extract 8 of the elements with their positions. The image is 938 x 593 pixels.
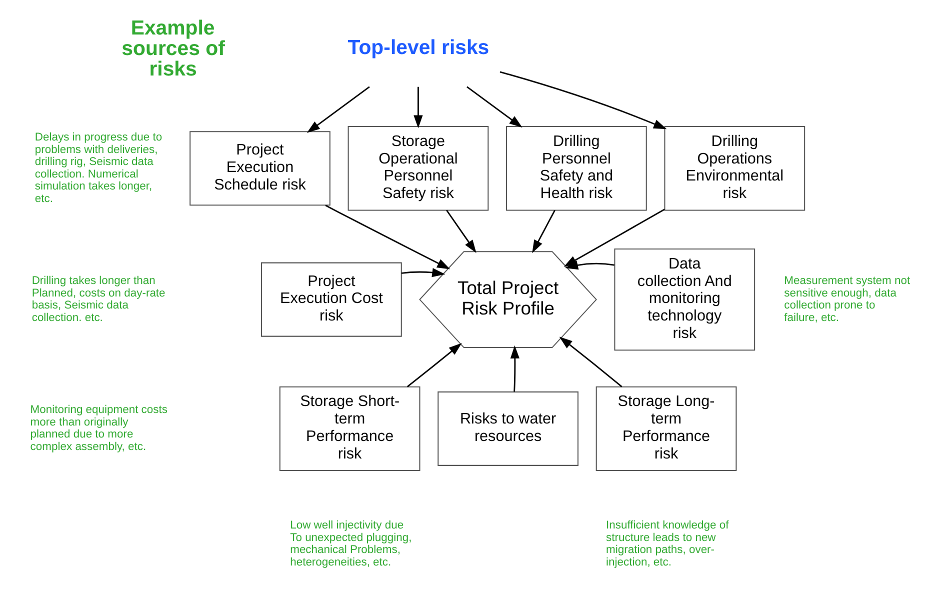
label: Insufficient knowledge of structure leads to new migration paths, over-injection, etc.	[606, 520, 729, 568]
label: Drilling takes longer than Planned, costs on day-rate basis, Seismic data collection. etc.	[32, 275, 166, 324]
node-label: Measurement system not sensitive enough, data collection prone to failure, etc.	[784, 275, 910, 324]
label: Monitoring equipment costs more than originally planned due to more complex assembly, etc.	[30, 404, 168, 453]
label: Example sources of risks	[122, 18, 225, 80]
label: Low well injectivity due To unexpected plugging, mechanical Problems, heterogeneities, etc.	[290, 520, 412, 568]
label: Delays in progress due to problems with deliveries, drilling rig, Seismic data collection. Numerical simulation takes longer, etc.	[34, 132, 162, 205]
node-text: Top-level risks	[348, 37, 490, 60]
